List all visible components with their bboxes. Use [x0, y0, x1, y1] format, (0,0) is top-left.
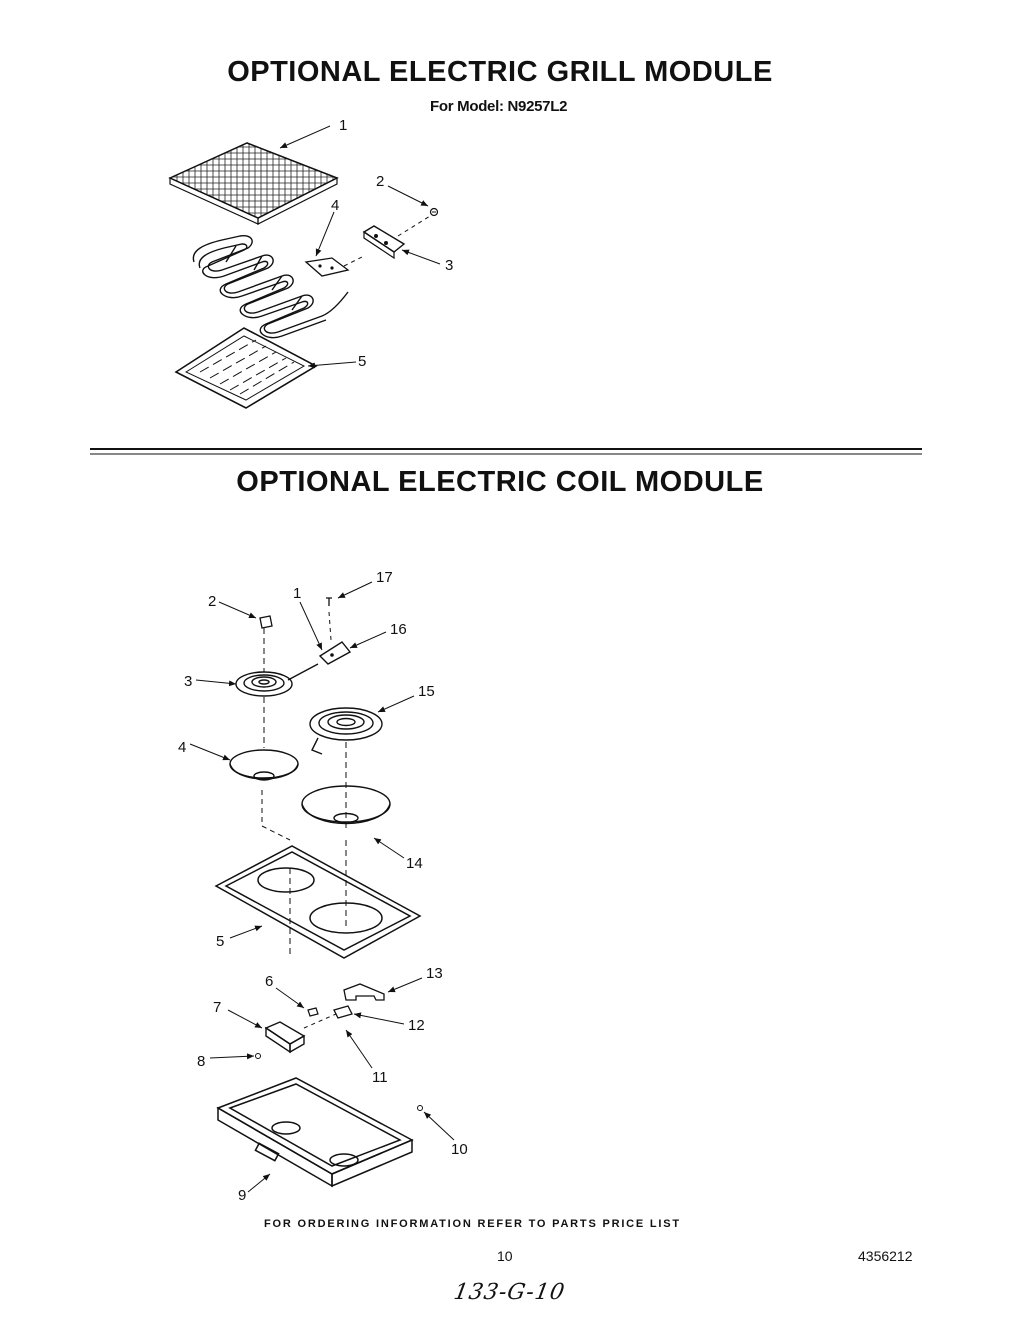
coil-callout-9: 9	[238, 1187, 246, 1204]
grill-module-title: OPTIONAL ELECTRIC GRILL MODULE	[227, 56, 773, 88]
coil-part-8	[255, 1053, 261, 1059]
grill-callout-3: 3	[445, 257, 453, 274]
coil-part-2	[259, 615, 273, 629]
coil-part-7	[264, 1021, 306, 1054]
ordering-info-note: FOR ORDERING INFORMATION REFER TO PARTS …	[264, 1218, 681, 1230]
grill-element	[192, 234, 349, 339]
coil-module-title: OPTIONAL ELECTRIC COIL MODULE	[236, 466, 764, 498]
coil-part-17	[326, 597, 332, 606]
coil-cooktop-plate	[214, 845, 422, 959]
coil-part-13	[343, 983, 385, 1001]
coil-small-drip-bowl	[229, 749, 299, 781]
coil-large-drip-bowl	[301, 785, 391, 825]
coil-callout-8: 8	[197, 1053, 205, 1070]
coil-callout-5: 5	[216, 933, 224, 950]
coil-part-10	[417, 1105, 423, 1111]
coil-callout-12: 12	[408, 1017, 425, 1034]
model-line: For Model: N9257L2	[430, 98, 568, 115]
handwritten-note: 133-G-10	[451, 1280, 568, 1305]
coil-callout-2: 2	[208, 593, 216, 610]
document-number: 4356212	[858, 1248, 913, 1264]
coil-callout-7: 7	[213, 999, 221, 1016]
coil-large-element	[309, 707, 383, 755]
section-divider	[90, 448, 922, 455]
grill-callout-2: 2	[376, 173, 384, 190]
grill-callout-5: 5	[358, 353, 366, 370]
coil-part-16	[318, 641, 352, 665]
coil-callout-6: 6	[265, 973, 273, 990]
grill-callout-1: 1	[339, 117, 347, 134]
coil-callout-14: 14	[406, 855, 423, 872]
coil-callout-4: 4	[178, 739, 186, 756]
coil-small-element	[235, 663, 319, 697]
coil-callout-11: 11	[372, 1069, 388, 1086]
coil-callout-17: 17	[376, 569, 393, 586]
grill-callout-4: 4	[331, 197, 339, 214]
grill-screw	[429, 207, 439, 217]
coil-callout-15: 15	[418, 683, 435, 700]
coil-callout-3: 3	[184, 673, 192, 690]
coil-part-6	[307, 1007, 319, 1017]
coil-callout-16: 16	[390, 621, 407, 638]
grill-terminal-block	[304, 257, 350, 277]
coil-callout-13: 13	[426, 965, 443, 982]
page-number: 10	[497, 1248, 513, 1264]
coil-base-pan	[216, 1077, 414, 1188]
coil-part-12	[333, 1005, 353, 1019]
coil-callout-10: 10	[451, 1141, 468, 1158]
grill-grate	[168, 142, 339, 225]
coil-callout-1: 1	[293, 585, 301, 602]
grill-receptacle	[362, 225, 406, 260]
grill-drip-pan	[174, 327, 318, 409]
